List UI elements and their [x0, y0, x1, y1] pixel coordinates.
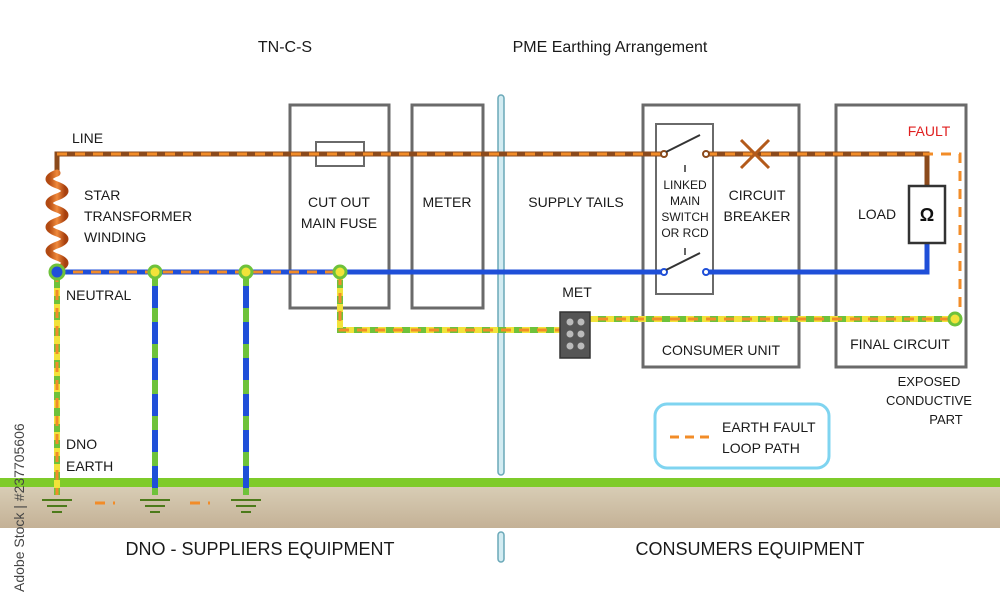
neutral-conductor-final [707, 243, 930, 275]
label-winding: WINDING [84, 229, 146, 245]
ground-grass [0, 478, 1000, 487]
label-switch-1: LINKED [663, 178, 707, 192]
label-star: STAR [84, 187, 120, 203]
linked-main-switch [660, 134, 710, 276]
legend-text-1: EARTH FAULT [722, 419, 816, 435]
legend-box [653, 402, 831, 470]
label-exposed-2: CONDUCTIVE [886, 393, 972, 408]
label-neutral: NEUTRAL [66, 287, 132, 303]
transformer-winding [45, 169, 69, 281]
bond-point-3 [332, 264, 348, 280]
legend-text-2: LOOP PATH [722, 440, 800, 456]
label-cutout-1: CUT OUT [308, 194, 370, 210]
label-dno-earth-1: DNO [66, 436, 97, 452]
ohm-symbol: Ω [920, 205, 934, 225]
earth-symbols [42, 499, 261, 513]
watermark-id: Adobe Stock | #237705606 [11, 423, 27, 592]
boundary-divider-bottom [497, 531, 505, 563]
label-fault: FAULT [908, 123, 951, 139]
fault-loop-path [55, 152, 962, 505]
footer-left: DNO - SUPPLIERS EQUIPMENT [125, 539, 394, 559]
footer-right: CONSUMERS EQUIPMENT [635, 539, 864, 559]
label-transformer: TRANSFORMER [84, 208, 192, 224]
circuit-breaker-symbol [739, 138, 771, 170]
label-dno-earth-2: EARTH [66, 458, 113, 474]
label-meter: METER [423, 194, 472, 210]
star-point [48, 263, 66, 281]
label-exposed-1: EXPOSED [898, 374, 961, 389]
label-load: LOAD [858, 206, 896, 222]
label-cutout-2: MAIN FUSE [301, 215, 377, 231]
title-name: PME Earthing Arrangement [513, 39, 708, 56]
exposed-part-bond [947, 311, 963, 327]
label-final-circuit: FINAL CIRCUIT [850, 336, 950, 352]
label-switch-2: MAIN [670, 194, 700, 208]
label-switch-4: OR RCD [661, 226, 709, 240]
met-terminal [559, 311, 591, 359]
final-circuit-box [834, 103, 968, 369]
title-system: TN-C-S [258, 39, 312, 56]
label-breaker-2: BREAKER [724, 208, 791, 224]
label-switch-3: SWITCH [661, 210, 708, 224]
label-consumer-unit: CONSUMER UNIT [662, 342, 781, 358]
label-line: LINE [72, 130, 103, 146]
bond-point-2 [238, 264, 254, 280]
boundary-divider [497, 94, 505, 476]
load-resistor [907, 184, 947, 245]
bond-point-1 [147, 264, 163, 280]
label-met: MET [562, 284, 592, 300]
label-exposed-3: PART [929, 412, 963, 427]
label-supply-tails: SUPPLY TAILS [528, 194, 623, 210]
label-breaker-1: CIRCUIT [729, 187, 786, 203]
